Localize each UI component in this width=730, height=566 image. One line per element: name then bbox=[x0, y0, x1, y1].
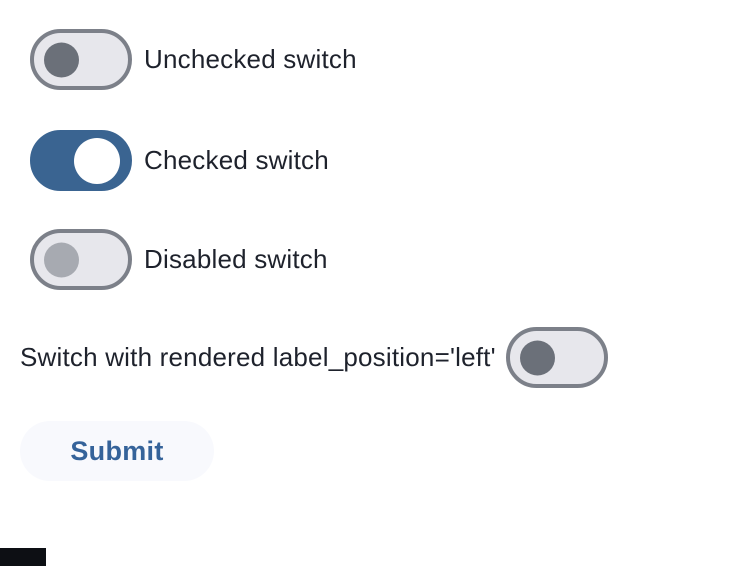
left-label-switch-label: Switch with rendered label_position='lef… bbox=[20, 341, 496, 372]
left-label-switch-toggle[interactable] bbox=[505, 327, 608, 388]
disabled-switch-toggle bbox=[30, 229, 132, 290]
switch-thumb bbox=[519, 340, 555, 375]
disabled-switch-label: Disabled switch bbox=[144, 243, 328, 274]
checked-switch-toggle[interactable] bbox=[30, 130, 132, 191]
submit-button[interactable]: Submit bbox=[20, 421, 214, 481]
switch-thumb bbox=[44, 42, 79, 77]
unchecked-switch-row: Unchecked switch bbox=[30, 29, 357, 90]
footer-bar-fragment bbox=[0, 548, 46, 566]
checked-switch-row: Checked switch bbox=[30, 130, 329, 191]
unchecked-switch-label: Unchecked switch bbox=[144, 43, 357, 74]
switch-thumb bbox=[44, 242, 79, 277]
disabled-switch-row: Disabled switch bbox=[30, 229, 328, 290]
checked-switch-label: Checked switch bbox=[144, 144, 329, 175]
unchecked-switch-toggle[interactable] bbox=[30, 29, 132, 90]
left-label-switch-row: Switch with rendered label_position='lef… bbox=[20, 327, 608, 388]
switch-thumb bbox=[74, 137, 120, 184]
